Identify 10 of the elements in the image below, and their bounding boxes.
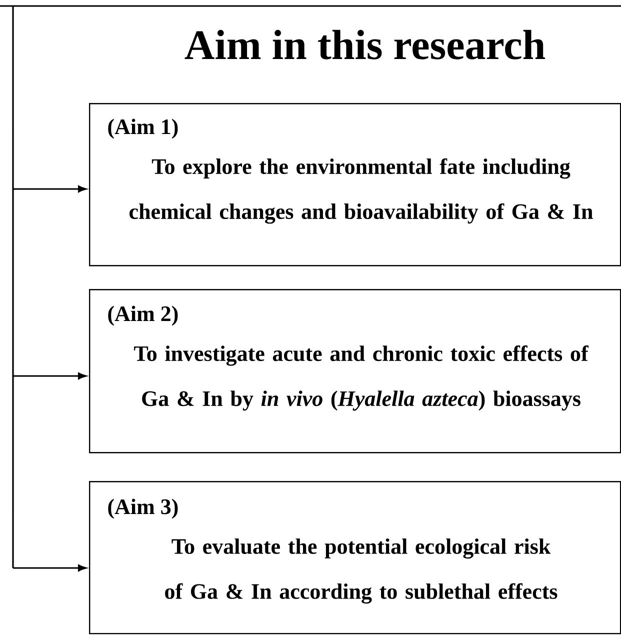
aim-label: (Aim 2) xyxy=(108,306,178,326)
arrow xyxy=(13,372,87,380)
arrow xyxy=(13,564,87,572)
title: Aim in this research xyxy=(184,30,546,60)
aim-label: (Aim 1) xyxy=(108,118,178,139)
aim-text: To investigate acute and chronic toxic effects of Ga & In by in vivo (Hyalella azteca) bioassays xyxy=(134,345,589,411)
aim-text: To evaluate the potential ecological risk of Ga & In according to sublethal effects xyxy=(165,538,558,604)
aim-label: (Aim 3) xyxy=(108,498,178,519)
aim-text: To explore the environmental fate including chemical changes and bioavailability of Ga & In xyxy=(130,158,593,224)
arrow xyxy=(13,186,87,192)
